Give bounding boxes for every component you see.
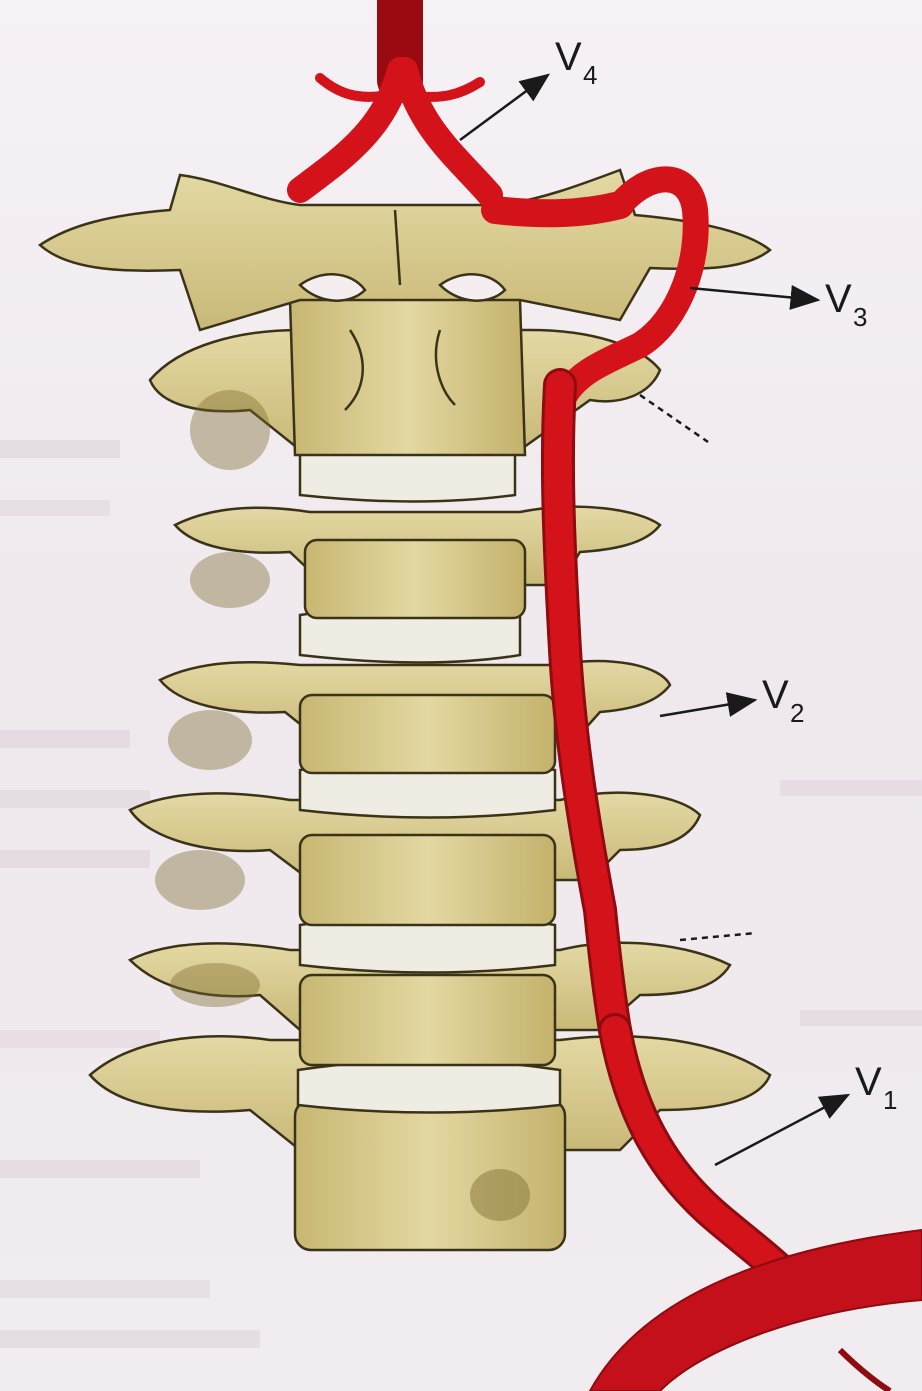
label-v2: V 2 (762, 673, 804, 728)
svg-text:1: 1 (883, 1085, 897, 1115)
svg-text:V: V (762, 673, 789, 717)
vertebra-c2 (148, 283, 662, 470)
svg-text:V: V (855, 1060, 882, 1104)
label-v3: V 3 (825, 277, 867, 332)
vertebra-c3 (172, 505, 662, 620)
vertebra-c4 (158, 659, 672, 775)
svg-text:4: 4 (583, 60, 597, 90)
leader-v2 (659, 692, 758, 718)
leader-v3 (689, 284, 821, 310)
leader-tick-lower (679, 931, 757, 942)
vertebra-c5 (128, 791, 702, 927)
leader-v4 (459, 73, 551, 142)
svg-text:2: 2 (790, 698, 804, 728)
disc-c6-c7 (296, 1058, 562, 1114)
vertebra-c6 (127, 941, 732, 1067)
leader-v1 (714, 1093, 851, 1167)
label-v1: V 1 (855, 1060, 897, 1115)
label-v4: V 4 (555, 35, 597, 90)
vertebral-artery (287, 0, 807, 1297)
background-page-smudge (0, 440, 922, 1348)
leader-lines (459, 73, 851, 1167)
leader-tick-upper (639, 393, 709, 444)
svg-text:V: V (555, 35, 582, 79)
svg-text:V: V (825, 277, 852, 321)
svg-text:3: 3 (853, 302, 867, 332)
